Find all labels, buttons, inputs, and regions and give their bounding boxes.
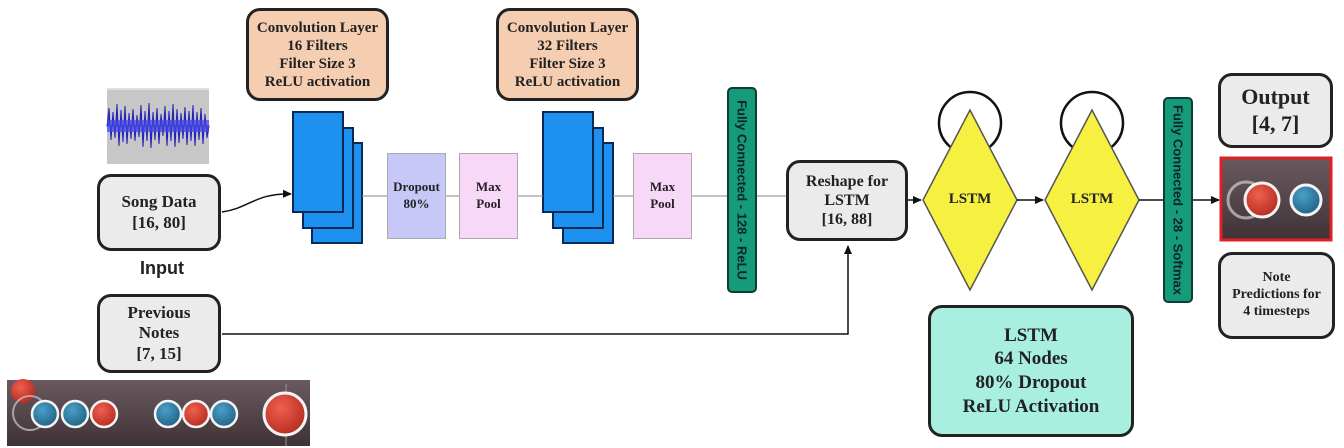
song-data-box: Song Data [16, 80] (97, 174, 221, 251)
previous-notes-line2: Notes (139, 323, 180, 343)
conv2-filter-size: Filter Size 3 (529, 55, 605, 73)
lstm2-label: LSTM (1062, 191, 1122, 208)
previous-notes-shape: [7, 15] (136, 344, 181, 364)
note-predictions-line2: Predictions for (1232, 287, 1321, 304)
maxpool1-box: Max Pool (459, 153, 518, 239)
note-predictions-box: Note Predictions for 4 timesteps (1218, 252, 1335, 339)
fc2-label: Fully Connected - 28 - Softmax (1171, 105, 1186, 295)
previous-notes-box: Previous Notes [7, 15] (97, 294, 221, 373)
fc2-bar: Fully Connected - 28 - Softmax (1163, 97, 1193, 303)
conv2-filter-stack (543, 112, 613, 243)
maxpool1-line1: Max (476, 179, 501, 196)
fc1-bar: Fully Connected - 128 - ReLU (727, 87, 757, 293)
dropout-box: Dropout 80% (387, 153, 446, 239)
output-notes-image (1221, 158, 1331, 240)
conv1-title: Convolution Layer (257, 19, 378, 37)
maxpool2-line2: Pool (650, 196, 675, 213)
note-predictions-line1: Note (1263, 270, 1291, 287)
conv1-label: Convolution Layer 16 Filters Filter Size… (246, 8, 389, 101)
lstm-info-nodes: 64 Nodes (994, 347, 1067, 371)
conv1-filter-stack (293, 112, 362, 243)
song-data-arrow (222, 194, 291, 212)
lstm1-label: LSTM (940, 191, 1000, 208)
conv1-filters: 16 Filters (287, 37, 347, 55)
maxpool1-line2: Pool (476, 196, 501, 213)
lstm-info-box: LSTM 64 Nodes 80% Dropout ReLU Activatio… (928, 305, 1134, 437)
song-data-shape: [16, 80] (132, 213, 186, 233)
reshape-line1: Reshape for (806, 172, 888, 191)
conv2-title: Convolution Layer (507, 19, 628, 37)
output-box: Output [4, 7] (1218, 73, 1333, 148)
lstm-info-activation: ReLU Activation (963, 395, 1100, 419)
lstm-info-dropout: 80% Dropout (975, 371, 1086, 395)
dropout-label: Dropout (393, 179, 440, 196)
maxpool2-line1: Max (650, 179, 675, 196)
song-data-label: Song Data (121, 192, 196, 212)
note-predictions-line3: 4 timesteps (1243, 304, 1310, 321)
dropout-rate: 80% (393, 196, 440, 213)
lstm-info-title: LSTM (1004, 324, 1058, 348)
reshape-line2: LSTM (824, 191, 869, 210)
output-shape: [4, 7] (1252, 111, 1300, 137)
output-label: Output (1241, 84, 1309, 110)
previous-notes-image (7, 379, 310, 446)
conv2-label: Convolution Layer 32 Filters Filter Size… (496, 8, 639, 101)
reshape-box: Reshape for LSTM [16, 88] (786, 160, 908, 241)
conv2-filters: 32 Filters (537, 37, 597, 55)
waveform-image (107, 88, 209, 164)
conv1-activation: ReLU activation (265, 73, 370, 91)
previous-notes-line1: Previous (128, 303, 191, 323)
conv1-filter-size: Filter Size 3 (279, 55, 355, 73)
conv2-activation: ReLU activation (515, 73, 620, 91)
input-label: Input (130, 258, 194, 279)
maxpool2-box: Max Pool (633, 153, 692, 239)
fc1-label: Fully Connected - 128 - ReLU (735, 100, 750, 280)
reshape-shape: [16, 88] (822, 210, 873, 229)
